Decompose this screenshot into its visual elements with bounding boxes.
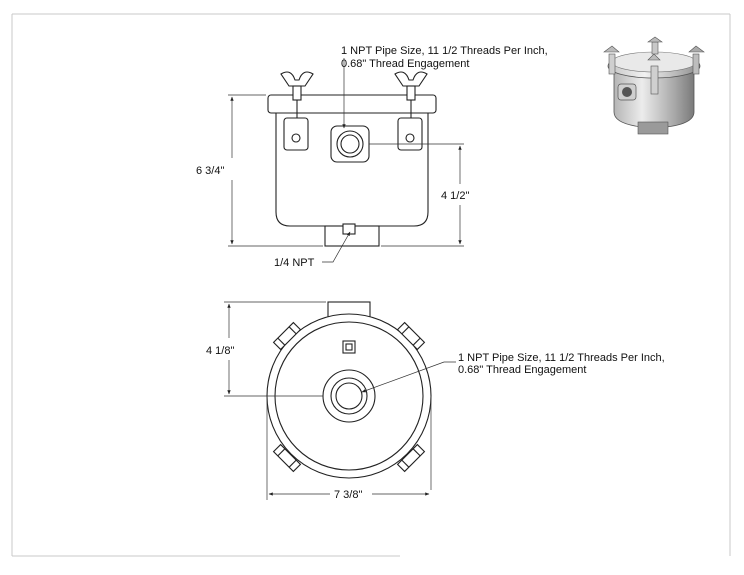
- top-thread-note-line1: 1 NPT Pipe Size, 11 1/2 Threads Per Inch…: [458, 352, 665, 364]
- inlet-height-label: 4 1/2": [441, 190, 469, 202]
- top-view-drain-plug: [342, 340, 356, 354]
- left-clamp: [280, 71, 314, 151]
- overall-height-dimension: [228, 94, 323, 247]
- top-view-clamp-top-left: [272, 321, 302, 351]
- product-render: [603, 36, 705, 135]
- top-view-clamp-bottom-left: [272, 443, 302, 473]
- housing-body: [275, 112, 429, 227]
- side-thread-note-line1: 1 NPT Pipe Size, 11 1/2 Threads Per Inch…: [341, 45, 548, 57]
- right-clamp: [394, 71, 428, 151]
- drain-plug: [342, 223, 356, 235]
- top-view-clamp-bottom-right: [396, 443, 426, 473]
- drain-leader-line: [322, 231, 351, 263]
- top-thread-note-line2: 0.68" Thread Engagement: [458, 364, 586, 376]
- left-wing-nut: [280, 71, 314, 87]
- top-view-clamp-top-right: [396, 321, 426, 351]
- inlet-height-dimension: [369, 143, 464, 247]
- right-clamp-pin: [405, 133, 415, 143]
- depth-dimension-label: 4 1/8": [206, 345, 234, 357]
- sheet-border: [11, 13, 731, 557]
- top-port-leader-line: [361, 361, 456, 393]
- render-clamp-left: [603, 45, 620, 75]
- drain-note-label: 1/4 NPT: [274, 257, 315, 269]
- render-clamp-back: [647, 36, 663, 55]
- right-wing-nut: [394, 71, 428, 87]
- side-view: [228, 58, 464, 263]
- left-stud: [292, 85, 302, 101]
- left-clamp-pin: [291, 133, 301, 143]
- render-clamp-front: [647, 53, 661, 95]
- inlet-port-bore: [340, 134, 360, 154]
- depth-dimension: [224, 301, 326, 397]
- top-view-port-bore: [335, 382, 363, 410]
- width-dimension-label: 7 3/8": [334, 489, 362, 501]
- render-housing-neck: [637, 121, 669, 135]
- width-dimension: [266, 396, 432, 500]
- side-thread-note-line2: 0.68" Thread Engagement: [341, 58, 469, 70]
- overall-height-label: 6 3/4": [196, 165, 224, 177]
- render-inlet-bore: [622, 87, 632, 97]
- render-clamp-right: [688, 45, 705, 75]
- top-view: [224, 301, 456, 500]
- right-stud: [406, 85, 416, 101]
